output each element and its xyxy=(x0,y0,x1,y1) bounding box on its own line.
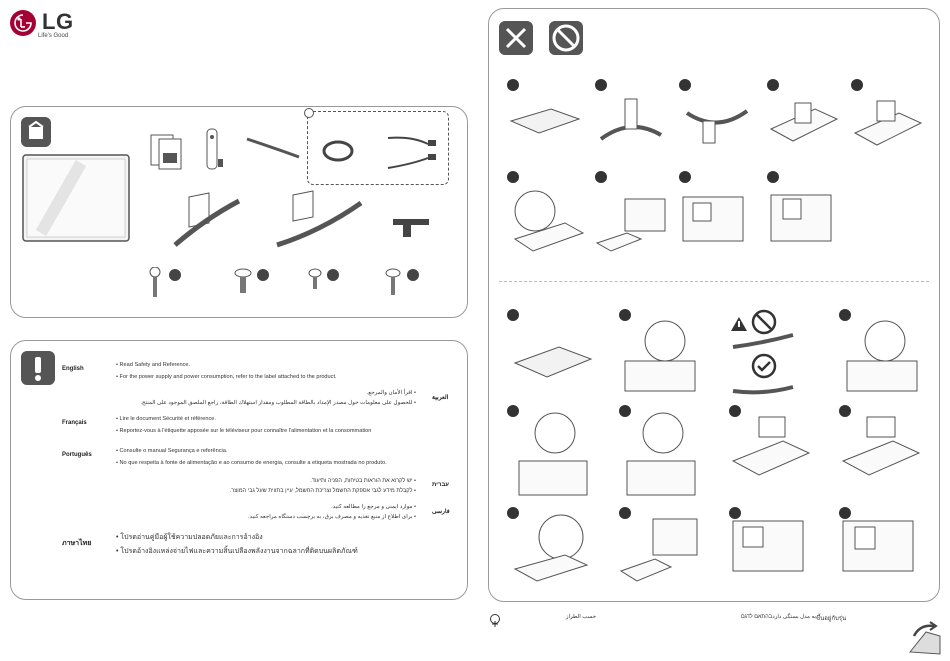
step-badge xyxy=(767,171,779,183)
step-illustration xyxy=(518,412,588,496)
step-badge xyxy=(595,171,607,183)
step-illustration xyxy=(509,108,581,134)
portuguese-line-2: • No que respeita à fonte de alimentação… xyxy=(116,460,387,466)
step-badge xyxy=(619,405,631,417)
step-illustration xyxy=(619,518,698,582)
no-table-icon xyxy=(549,21,583,55)
step-illustration xyxy=(846,320,918,392)
screw-c-illustration xyxy=(308,268,339,289)
step-illustration xyxy=(626,412,696,496)
step-illustration xyxy=(685,109,749,144)
footer-note-thai: ขึ้นอยู่กับรุ่น xyxy=(816,616,847,622)
step-badge xyxy=(619,507,631,519)
step-illustration xyxy=(513,514,589,582)
english-line-1: • Read Safety and Reference. xyxy=(116,362,191,368)
brand-tagline: Life's Good xyxy=(38,33,69,39)
step-illustration xyxy=(595,198,666,252)
french-line-2: • Reportez-vous à l'étiquette apposée su… xyxy=(116,428,372,434)
step-illustration xyxy=(841,416,921,476)
manuals-illustration xyxy=(150,134,182,170)
step-illustration xyxy=(624,320,696,392)
remote-illustration xyxy=(206,128,223,170)
step-badge xyxy=(507,507,519,519)
lang-english: English xyxy=(62,366,84,372)
step-badge xyxy=(679,79,691,91)
lang-arabic: العربية xyxy=(432,395,449,401)
assembly-panel xyxy=(488,8,940,602)
thai-line-2: • โปรดอ้างอิงแหล่งจ่ายไฟและความสิ้นเปลือ… xyxy=(116,548,358,555)
step-badge xyxy=(839,507,851,519)
step-badge xyxy=(595,79,607,91)
screw-b-illustration xyxy=(234,268,269,293)
step-illustration xyxy=(513,190,585,252)
step-illustration xyxy=(682,196,744,242)
thai-line-1: • โปรดอ่านคู่มือผู้ใช้ความปลอดภัยและการอ… xyxy=(116,534,263,541)
persian-line-1: • موارد ایمنی و مرجع را مطالعه کنید. xyxy=(331,504,416,510)
lang-thai: ภาษาไทย xyxy=(62,540,92,547)
step-illustration xyxy=(842,520,914,572)
lang-french: Français xyxy=(62,420,87,426)
stand-base-illustration xyxy=(276,190,363,248)
section-divider xyxy=(499,281,929,282)
box-contents-panel xyxy=(10,106,468,318)
lang-hebrew: עברית xyxy=(432,482,450,488)
hebrew-line-2: • לקבלת מידע לגבי אספקת החשמל וצריכת החש… xyxy=(229,488,416,494)
screw-d-illustration xyxy=(385,268,419,295)
cable-right-illustration xyxy=(732,385,794,395)
page-turn-icon xyxy=(909,621,941,655)
footer-note-arabic: حسب الطراز xyxy=(565,614,596,620)
warning-icon xyxy=(21,351,55,385)
step-illustration xyxy=(513,346,593,378)
stand-body-illustration xyxy=(173,192,241,247)
footer-note-persian: به مدل بستگی دارد xyxy=(772,614,816,620)
step-illustration xyxy=(731,416,811,476)
check-ok-icon xyxy=(751,353,777,379)
step-illustration xyxy=(599,98,663,141)
step-badge xyxy=(619,309,631,321)
step-illustration xyxy=(770,194,832,242)
brand-name: LG xyxy=(42,9,74,34)
cable-wrong-illustration xyxy=(732,333,794,349)
lang-portuguese: Português xyxy=(62,452,92,458)
cable-coil-illustration xyxy=(322,140,354,162)
cable-guide-illustration xyxy=(246,137,300,159)
step-badge xyxy=(507,405,519,417)
step-badge xyxy=(729,507,741,519)
step-badge xyxy=(839,405,851,417)
step-illustration xyxy=(853,100,923,146)
persian-line-2: • برای اطلاع از منبع تغذیه و مصرف برق، ب… xyxy=(247,514,416,520)
portuguese-line-1: • Consulte o manual Segurança e referênc… xyxy=(116,448,228,454)
french-line-1: • Lire le document Sécurité et référence… xyxy=(116,416,216,422)
screw-a-illustration xyxy=(149,267,181,297)
arabic-line-2: • للحصول على معلومات حول مصدر الإمداد با… xyxy=(140,400,416,406)
tools-icon xyxy=(499,21,533,55)
cable-holder-illustration xyxy=(393,219,429,237)
prohibited-icon xyxy=(751,309,777,335)
step-badge xyxy=(767,79,779,91)
lg-logo-icon xyxy=(10,10,36,36)
footer-bullet-icon xyxy=(490,614,500,627)
tv-illustration xyxy=(22,154,130,242)
lang-persian: فارسی xyxy=(432,509,450,515)
box-contents-icon xyxy=(21,117,51,147)
step-badge xyxy=(507,171,519,183)
step-illustration xyxy=(769,102,839,142)
english-line-2: • For the power supply and power consump… xyxy=(116,374,337,380)
hebrew-line-1: • יש לקרוא את הוראות בטיחות, הפניה ותיעו… xyxy=(310,478,416,484)
step-badge xyxy=(507,309,519,321)
footer-note-hebrew: בהתאם לדגם xyxy=(740,614,772,620)
step-badge xyxy=(729,405,741,417)
arabic-line-1: • اقرأ الأمان والمرجع. xyxy=(366,390,416,396)
step-badge xyxy=(679,171,691,183)
step-badge xyxy=(507,79,519,91)
step-badge xyxy=(839,309,851,321)
step-badge xyxy=(851,79,863,91)
optional-accessories-box xyxy=(304,108,449,185)
warning-triangle-icon xyxy=(731,317,747,331)
step-illustration xyxy=(732,520,804,572)
av-cables-illustration xyxy=(387,136,436,169)
safety-panel xyxy=(10,340,468,600)
